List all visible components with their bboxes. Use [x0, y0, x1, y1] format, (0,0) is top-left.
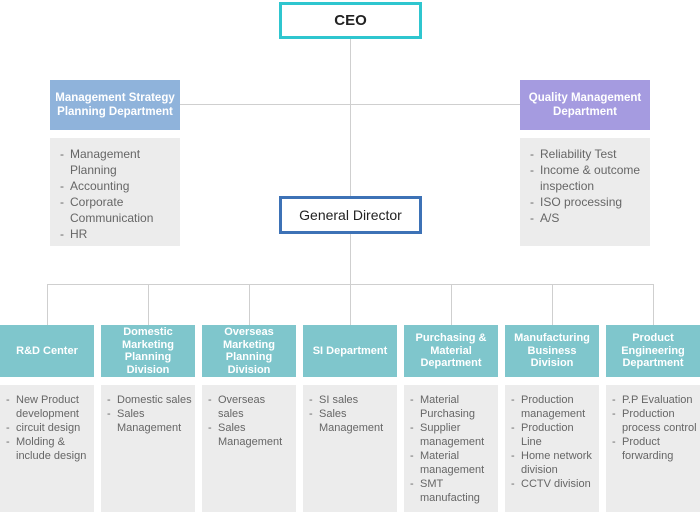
connector-drop [653, 284, 654, 325]
list-item: Sales Management [309, 407, 394, 435]
si-department-panel: SI sales Sales Management [303, 385, 397, 512]
connector-drop [552, 284, 553, 325]
list-item: Home network division [511, 449, 596, 477]
manufacturing-business-header: Manufacturing Business Division [505, 325, 599, 377]
overseas-marketing-panel: Overseas sales Sales Management [202, 385, 296, 512]
list-item: Material Purchasing [410, 393, 495, 421]
connector-ceo-trunk [350, 39, 351, 196]
list-item: Overseas sales [208, 393, 293, 421]
si-department-header: SI Department [303, 325, 397, 377]
list-item: ISO processing [530, 194, 644, 210]
list-item: Production process control [612, 407, 697, 435]
domestic-marketing-header: Domestic Marketing Planning Division [101, 325, 195, 377]
list-item: Reliability Test [530, 146, 644, 162]
connector-drop [350, 284, 351, 325]
list-item: Supplier management [410, 421, 495, 449]
connector-director-trunk [350, 234, 351, 285]
product-engineering-panel: P.P Evaluation Production process contro… [606, 385, 700, 512]
list-item: Material management [410, 449, 495, 477]
connector-drop [47, 284, 48, 325]
quality-management-header: Quality Management Department [520, 80, 650, 130]
list-item: SI sales [309, 393, 394, 407]
list-item: A/S [530, 210, 644, 226]
manufacturing-business-panel: Production management Production Line Ho… [505, 385, 599, 512]
list-item: Domestic sales [107, 393, 192, 407]
list-item: SMT manufacting [410, 477, 495, 505]
purchasing-material-header: Purchasing & Material Department [404, 325, 498, 377]
list-item: Production Line [511, 421, 596, 449]
rnd-center-header: R&D Center [0, 325, 94, 377]
management-strategy-panel: Management Planning Accounting Corporate… [50, 138, 180, 246]
connector-staff-horizontal [180, 104, 520, 105]
list-item: circuit design [6, 421, 91, 435]
connector-drop [148, 284, 149, 325]
overseas-marketing-header: Overseas Marketing Planning Division [202, 325, 296, 377]
list-item: Production management [511, 393, 596, 421]
rnd-center-panel: New Product development circuit design M… [0, 385, 94, 512]
list-item: Income & outcome inspection [530, 162, 644, 194]
product-engineering-header: Product Engineering Department [606, 325, 700, 377]
management-strategy-header: Management Strategy Planning Department [50, 80, 180, 130]
list-item: Product forwarding [612, 435, 697, 463]
purchasing-material-panel: Material Purchasing Supplier management … [404, 385, 498, 512]
list-item: Management Planning [60, 146, 174, 178]
domestic-marketing-panel: Domestic sales Sales Management [101, 385, 195, 512]
list-item: Sales Management [208, 421, 293, 449]
list-item: Molding & include design [6, 435, 91, 463]
list-item: P.P Evaluation [612, 393, 697, 407]
list-item: Sales Management [107, 407, 192, 435]
connector-drop [451, 284, 452, 325]
quality-management-panel: Reliability Test Income & outcome inspec… [520, 138, 650, 246]
ceo-box: CEO [279, 2, 422, 39]
list-item: CCTV division [511, 477, 596, 491]
list-item: Accounting [60, 178, 174, 194]
list-item: Corporate Communication [60, 194, 174, 226]
list-item: New Product development [6, 393, 91, 421]
list-item: HR [60, 226, 174, 242]
connector-drop [249, 284, 250, 325]
general-director-box: General Director [279, 196, 422, 234]
